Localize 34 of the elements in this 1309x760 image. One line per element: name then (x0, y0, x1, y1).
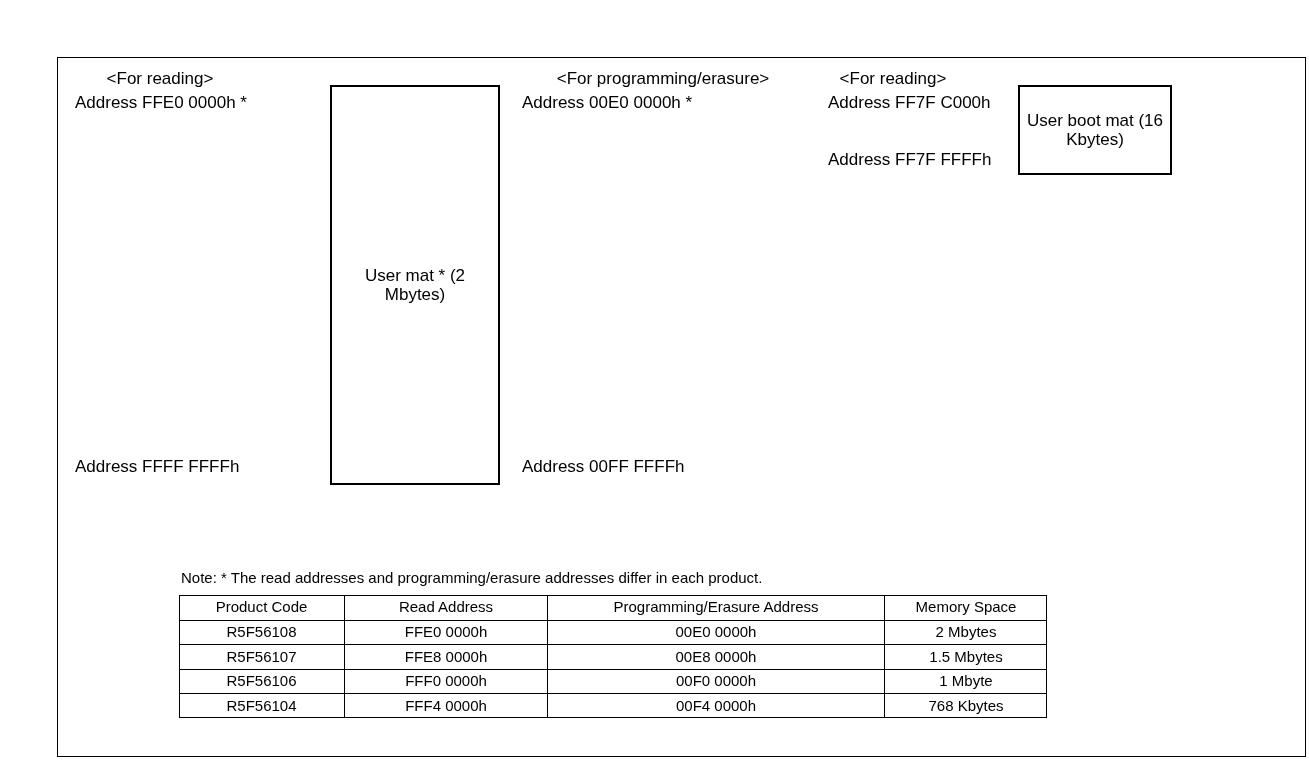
block-label: User mat * (2 Mbytes) (363, 266, 467, 304)
memory-block (1018, 85, 1172, 175)
table-cell: 1 Mbyte (884, 668, 1047, 694)
column-heading: <For reading> (106, 68, 214, 91)
note-text: Note: * The read addresses and programming/erasure addresses differ in each product. (181, 567, 763, 588)
column-heading: <For reading> (839, 68, 947, 91)
table-cell: 00E8 0000h (547, 644, 884, 669)
table-cell: 2 Mbytes (884, 619, 1047, 645)
address-label: Address FF7F FFFFh (828, 149, 992, 172)
table-header-cell: Programming/Erasure Address (547, 595, 884, 620)
table-cell: R5F56107 (179, 644, 344, 669)
table-header-cell: Memory Space (884, 595, 1047, 620)
table-cell: FFE8 0000h (344, 644, 547, 669)
table-cell: 00F4 0000h (547, 693, 884, 718)
table-cell: FFF4 0000h (344, 693, 547, 718)
address-label: Address 00FF FFFFh (522, 456, 685, 479)
address-label: Address FF7F C000h (828, 92, 991, 115)
table-header-cell-text: Product Code (214, 597, 309, 618)
table-cell: R5F56108 (179, 619, 344, 645)
table-cell: 768 Kbytes (884, 693, 1047, 718)
address-label: Address FFFF FFFFh (75, 456, 240, 479)
table-cell: 00E0 0000h (547, 619, 884, 645)
table-cell: R5F56106 (179, 668, 344, 694)
address-label: Address FFE0 0000h * (75, 92, 247, 115)
table-cell: R5F56104 (179, 693, 344, 718)
table-cell: 1.5 Mbytes (884, 644, 1047, 669)
address-label: Address 00E0 0000h * (522, 92, 693, 115)
column-heading: <For programming/erasure> (556, 68, 770, 91)
table-cell: FFF0 0000h (344, 668, 547, 694)
memory-block (330, 85, 500, 485)
table-header-cell: Read Address (344, 595, 547, 620)
block-label: User boot mat (16 Kbytes) (1025, 111, 1165, 149)
table-cell: FFE0 0000h (344, 619, 547, 645)
table-cell: 00F0 0000h (547, 668, 884, 694)
